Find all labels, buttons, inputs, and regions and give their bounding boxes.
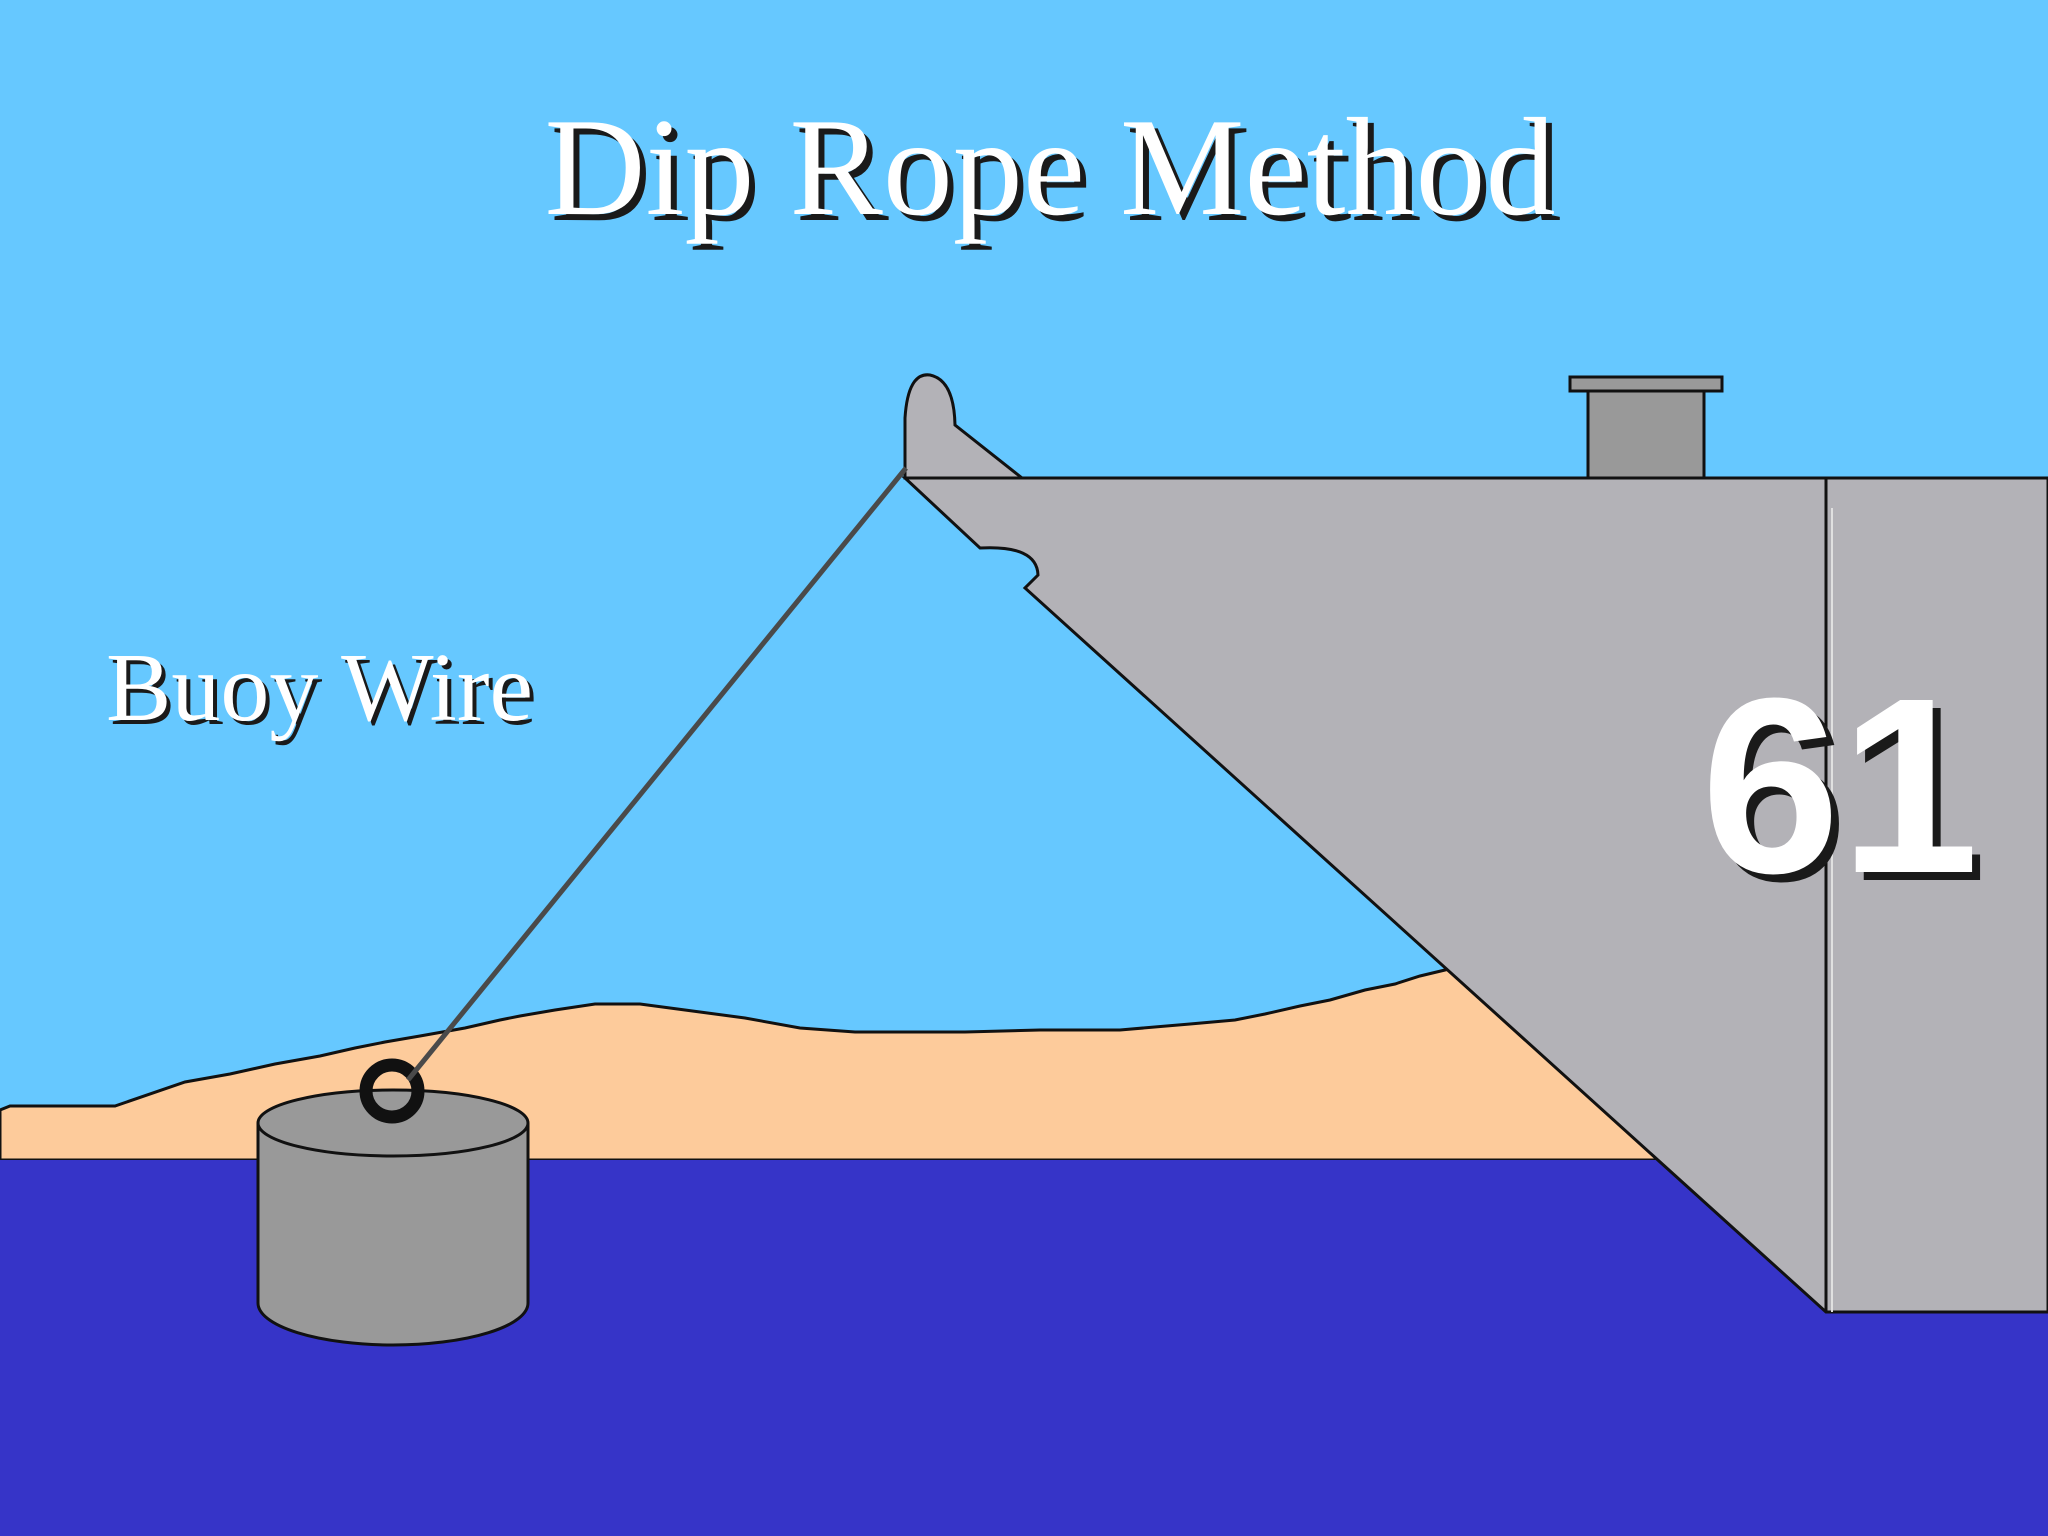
- buoy-wire-label: Buoy Wire: [106, 634, 533, 742]
- buoy-wire-label-shadow: Buoy Wire: [110, 638, 537, 746]
- deck-housing-cap: [1568, 375, 1724, 393]
- page-title: Dip Rope Method: [544, 90, 1555, 245]
- ship-hull: [901, 476, 2048, 1314]
- buoy-wire: [406, 466, 908, 1082]
- title-shadow: Dip Rope Method: [550, 96, 1561, 251]
- buoy-ring: [359, 1058, 425, 1124]
- hull-number: 61: [1701, 646, 1979, 925]
- hull-number-shadow: 61: [1709, 654, 1987, 933]
- bow-fairlead: [903, 373, 1027, 480]
- deck-housing: [1586, 388, 1706, 480]
- mooring-buoy: [256, 1088, 530, 1347]
